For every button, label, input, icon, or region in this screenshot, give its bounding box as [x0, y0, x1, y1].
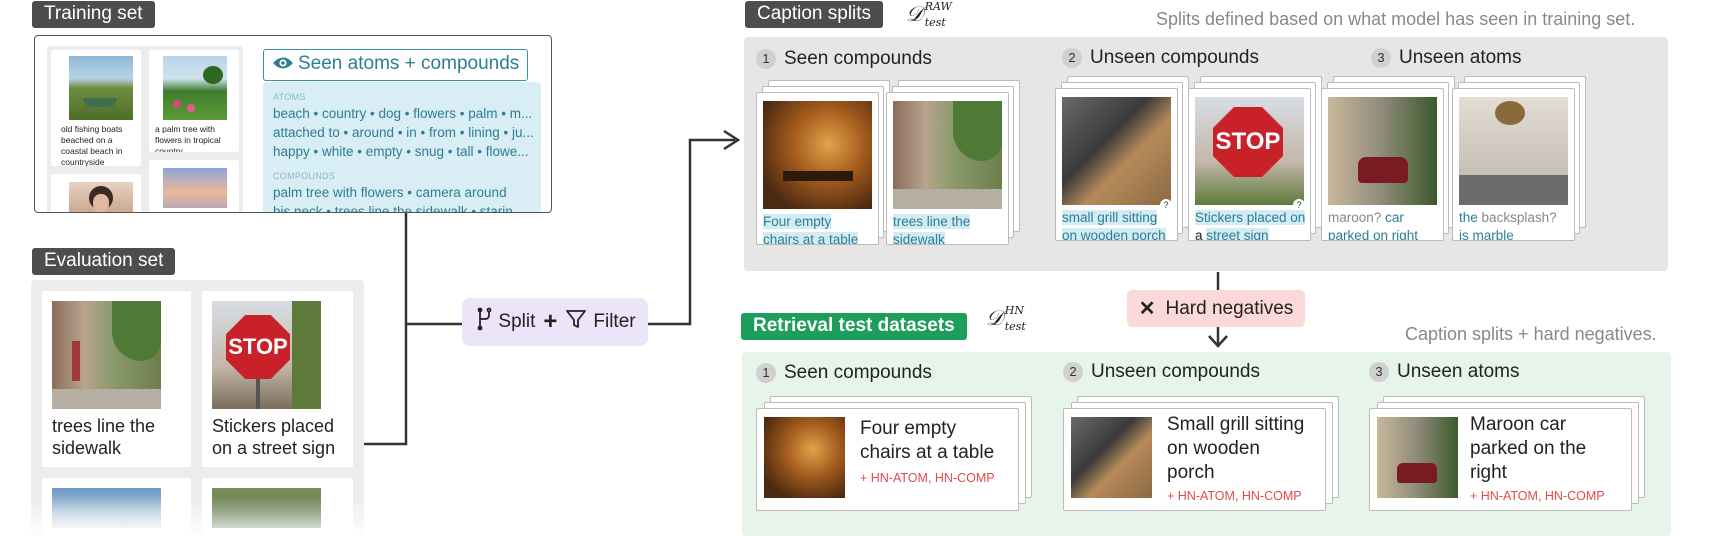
caption-card: the backsplash?is marble: [1452, 88, 1575, 241]
hn-label: + HN-ATOM, HN-COMP: [1167, 489, 1302, 503]
atoms-line: attached to • around • in • from • linin…: [273, 125, 534, 140]
filter-label: Filter: [593, 311, 636, 332]
group-number: 1: [756, 49, 776, 69]
maroon-car-photo: [1377, 417, 1458, 498]
fade-overlay: [31, 496, 364, 536]
sidewalk-photo: [893, 101, 1002, 209]
stop-sign-icon: STOP: [226, 315, 290, 379]
group-number: 3: [1371, 48, 1391, 68]
compounds-heading: COMPOUNDS: [273, 171, 336, 181]
stop-sign-photo: STOP: [1195, 97, 1304, 205]
hard-negatives-label: Hard negatives: [1165, 297, 1294, 319]
group-number: 2: [1063, 362, 1083, 382]
training-thumb-card: a palm tree with flowers in tropical cou…: [149, 50, 239, 152]
training-thumb-card: old fishing boats beached on a coastal b…: [51, 50, 141, 166]
training-set-box: old fishing boats beached on a coastal b…: [34, 35, 552, 213]
atoms-heading: ATOMS: [273, 92, 306, 102]
caption-splits-note: Splits defined based on what model has s…: [1156, 9, 1636, 29]
plus-sign: +: [543, 308, 558, 335]
stop-sign-icon: STOP: [1213, 107, 1283, 177]
evaluation-set-tag: Evaluation set: [32, 248, 176, 275]
retrieval-datasets-tag: Retrieval test datasets: [741, 313, 967, 340]
hard-negatives-box: ✕ Hard negatives: [1127, 290, 1305, 327]
palm-photo: [163, 56, 227, 120]
atoms-line: beach • country • dog • flowers • palm •…: [273, 106, 533, 121]
caption-splits-tag: Caption splits: [745, 1, 884, 28]
boat-photo: [69, 56, 133, 120]
filter-icon: [565, 308, 587, 336]
training-set-tag: Training set: [32, 1, 155, 28]
training-thumb-card: [51, 174, 141, 212]
question-mark: ?: [1160, 199, 1172, 211]
training-thumbnails: old fishing boats beached on a coastal b…: [47, 46, 243, 212]
seen-label-text: Seen atoms + compounds: [298, 53, 520, 74]
split-filter-box: Split + Filter: [462, 298, 648, 346]
portrait-photo: [69, 182, 133, 212]
backsplash-photo: [1459, 97, 1568, 205]
question-mark: ?: [1293, 199, 1305, 211]
close-icon: ✕: [1138, 298, 1156, 320]
chairs-photo: [764, 417, 845, 498]
hn-label: + HN-ATOM, HN-COMP: [1470, 489, 1605, 503]
eye-icon: [272, 55, 294, 77]
sunset-photo: [163, 168, 227, 208]
atoms-compounds-list: ATOMS beach • country • dog • flowers • …: [263, 82, 541, 213]
training-thumb-caption: old fishing boats beached on a coastal b…: [61, 124, 123, 166]
sidewalk-photo: [52, 301, 161, 409]
grill-photo: [1062, 97, 1171, 205]
training-thumb-card: [149, 160, 239, 212]
group-number: 1: [756, 363, 776, 383]
seen-atoms-compounds-label: Seen atoms + compounds: [263, 49, 529, 81]
maroon-car-photo: [1328, 97, 1437, 205]
hn-label: + HN-ATOM, HN-COMP: [860, 471, 995, 485]
split-label: Split: [498, 311, 536, 332]
grill-photo: [1071, 417, 1152, 498]
compounds-line: his neck • trees line the sidewalk • sta…: [273, 204, 525, 213]
chairs-photo: [763, 101, 872, 209]
retrieval-note: Caption splits + hard negatives.: [1405, 324, 1657, 344]
group-number: 2: [1062, 48, 1082, 68]
group-number: 3: [1369, 362, 1389, 382]
split-icon: [474, 307, 492, 337]
atoms-line: happy • white • empty • snug • tall • fl…: [273, 144, 529, 159]
compounds-line: palm tree with flowers • camera around: [273, 185, 507, 200]
caption-text: the backsplash?is marble: [1459, 210, 1557, 241]
stop-sign-photo: STOP: [212, 301, 321, 409]
training-thumb-caption: a palm tree with flowers in tropical cou…: [155, 124, 221, 152]
